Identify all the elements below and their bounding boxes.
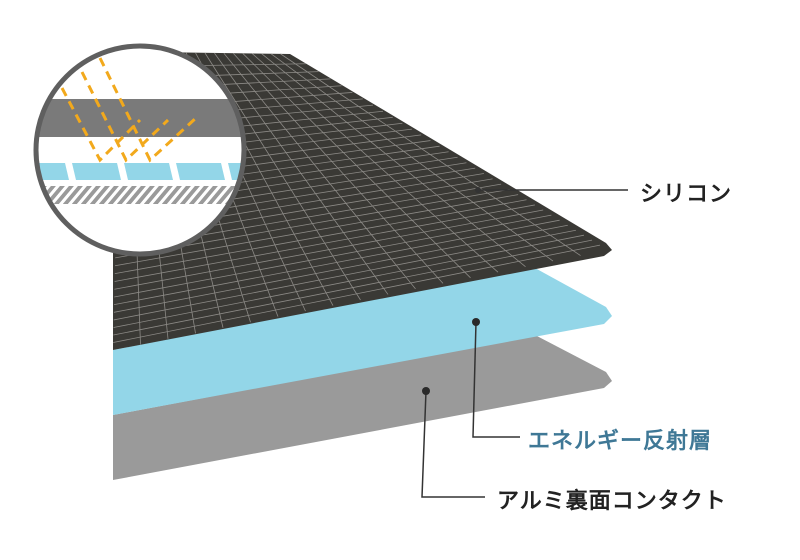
silicon-label: シリコン xyxy=(640,182,733,207)
light-rays xyxy=(60,57,198,163)
light-ray xyxy=(60,87,142,163)
grid-line xyxy=(114,199,527,275)
label-lines xyxy=(421,187,628,498)
grid-line xyxy=(114,194,519,267)
grid-line xyxy=(113,224,568,313)
grid-line xyxy=(113,239,593,336)
reflective-segment xyxy=(124,163,173,180)
grid-line xyxy=(113,229,576,321)
reflective-layer xyxy=(113,268,612,415)
grid-line xyxy=(113,219,560,306)
aluminum-dot xyxy=(422,387,430,395)
reflective-segment xyxy=(36,163,69,180)
aluminum-leader-line xyxy=(421,390,485,498)
silicon-dot xyxy=(475,187,481,193)
silicon-grid-lines xyxy=(113,52,601,345)
silicon-band xyxy=(36,99,244,137)
grid-line xyxy=(113,234,585,328)
light-ray xyxy=(80,71,170,163)
reflective-leader-line xyxy=(472,321,520,438)
reflective-segment xyxy=(176,163,225,180)
aluminum-contact-label: アルミ裏面コンタクト xyxy=(497,489,727,514)
reflective-layer-label: エネルギー反射層 xyxy=(528,429,713,454)
aluminum-band xyxy=(36,186,244,204)
aluminum-layer xyxy=(113,335,612,480)
grid-line xyxy=(114,204,535,282)
reflective-segment xyxy=(72,163,121,180)
grid-line xyxy=(113,244,601,343)
light-ray xyxy=(98,57,198,163)
reflective-dot xyxy=(472,318,480,326)
grid-line xyxy=(114,209,544,290)
magnified-cross-section xyxy=(33,43,247,257)
grid-line xyxy=(114,214,552,298)
